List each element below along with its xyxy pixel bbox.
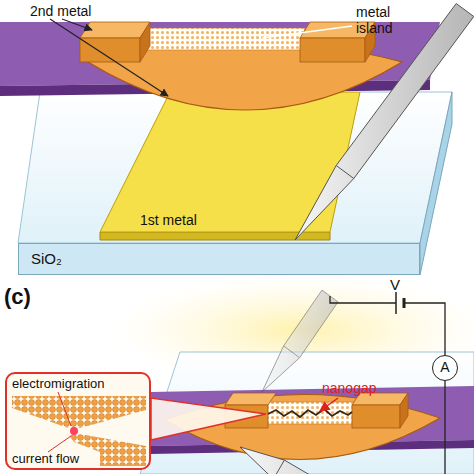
probe-needle xyxy=(262,290,338,392)
callout-wedge xyxy=(151,398,266,440)
ammeter-circle: A xyxy=(432,355,458,381)
electrode-block-side xyxy=(140,22,150,62)
probe-ring xyxy=(284,346,300,358)
node-text: current flow xyxy=(12,451,79,466)
substrate-top xyxy=(18,92,452,243)
part-label: nanogap xyxy=(322,380,377,396)
wire xyxy=(404,303,445,355)
wire xyxy=(330,296,396,303)
panel-letter: (c) xyxy=(4,284,31,309)
wire xyxy=(444,381,445,474)
probe-needle xyxy=(295,4,474,241)
leader-line xyxy=(262,26,352,38)
battery-plate xyxy=(403,298,406,308)
part-label: metal island xyxy=(356,4,408,36)
shape-fill xyxy=(100,92,360,232)
electrode-block-top xyxy=(80,22,150,38)
pointer-arrow xyxy=(50,19,168,96)
electrode-block-front xyxy=(80,38,140,62)
second-metal-pad xyxy=(88,41,402,110)
second-metal-pad xyxy=(165,394,440,459)
pointer-arrow xyxy=(320,398,338,411)
purple-layer-front xyxy=(150,440,474,454)
pointer-arrow xyxy=(62,19,92,30)
node-text: 1st metal xyxy=(140,212,197,228)
purple-layer xyxy=(150,386,474,446)
shape-outline xyxy=(100,92,362,232)
metal-strip: 1st metal xyxy=(100,92,362,232)
inset-box: electromigration current flow xyxy=(5,372,151,470)
substrate-side xyxy=(420,92,452,275)
part-label: 2nd metal xyxy=(30,3,91,19)
battery-plate xyxy=(395,292,397,314)
electrode-block-front xyxy=(300,38,365,62)
probe-ring xyxy=(273,460,284,474)
glow xyxy=(110,275,474,385)
electrode-block-front xyxy=(225,405,268,428)
probe-body xyxy=(262,290,338,392)
symbol-label: V xyxy=(390,276,400,293)
electrode-block-top xyxy=(225,393,276,405)
electrode-block-side xyxy=(400,393,408,428)
metal-island xyxy=(143,28,305,50)
node-text: A xyxy=(433,356,457,379)
metal-strip-front xyxy=(100,232,330,240)
probe-needle xyxy=(240,447,426,474)
node-text: SiO₂ xyxy=(31,250,62,267)
probe-ring xyxy=(336,166,354,179)
metal-island xyxy=(262,402,366,424)
electrode-block-front xyxy=(352,405,400,428)
nanogap-line xyxy=(268,409,352,417)
substrate-top xyxy=(140,352,474,474)
substrate-face: SiO₂ xyxy=(18,243,420,275)
node-text: electromigration xyxy=(12,376,105,391)
purple-layer-front xyxy=(0,80,430,96)
